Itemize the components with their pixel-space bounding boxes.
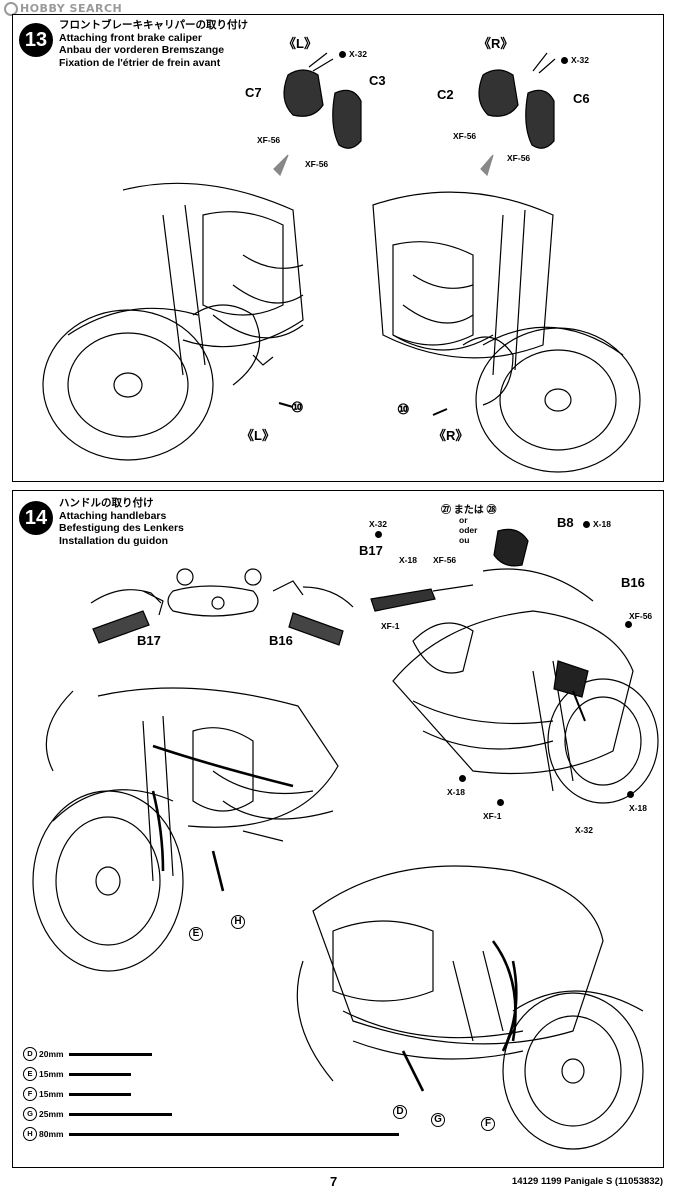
- legend-length: 20mm: [39, 1049, 64, 1059]
- step-13-number: 13: [19, 23, 53, 57]
- step-14-title-en: Attaching handlebars: [59, 509, 167, 522]
- legend-length: 80mm: [39, 1129, 64, 1139]
- screw-x18-lower-left: X-18: [447, 787, 465, 797]
- part-b17-upper: B17: [359, 543, 383, 558]
- side-label-left-bottom: 《L》: [241, 428, 275, 443]
- screw-x18-upper: X-18: [399, 555, 417, 565]
- paint-xf56-upper: XF-56: [433, 555, 457, 565]
- watermark: HOBBY SEARCH: [4, 2, 122, 16]
- side-label-left-top: 《L》: [283, 36, 317, 51]
- paint-xf56-right-a: XF-56: [453, 131, 477, 141]
- screw-dot: [375, 531, 382, 538]
- step-14-title-fr: Installation du guidon: [59, 534, 169, 547]
- tube-marker-f: F: [481, 1117, 495, 1131]
- step-13-title-fr: Fixation de l'étrier de frein avant: [59, 56, 221, 69]
- screw-dot: [339, 51, 346, 58]
- tube-marker-g: G: [431, 1113, 445, 1127]
- step-14-panel: 14 ハンドルの取り付け Attaching handlebars Befest…: [12, 490, 664, 1168]
- screw-x32-lower: X-32: [575, 825, 593, 835]
- decal-or-fr: ou: [459, 535, 470, 545]
- legend-id: E: [23, 1067, 37, 1081]
- step-14-titles: ハンドルの取り付け Attaching handlebars Befestigu…: [59, 497, 184, 547]
- legend-length: 15mm: [39, 1069, 64, 1079]
- paint-xf56-right: XF-56: [629, 611, 653, 621]
- part-c6: C6: [573, 91, 590, 106]
- tube-marker-d: D: [393, 1105, 407, 1119]
- screw-x18-lower-right: X-18: [629, 803, 647, 813]
- screw-dot: [625, 621, 632, 628]
- page-number: 7: [330, 1174, 338, 1189]
- screw-dot: [459, 775, 466, 782]
- part-b16-upper: B16: [621, 575, 645, 590]
- step-14-number: 14: [19, 501, 53, 535]
- decal-or-en: or: [459, 515, 468, 525]
- screw-dot: [497, 799, 504, 806]
- legend-length: 25mm: [39, 1109, 64, 1119]
- callout-10-right: ⑩: [397, 401, 410, 417]
- screw-dot: [627, 791, 634, 798]
- legend-bar: [69, 1133, 399, 1136]
- paint-xf56-left-b: XF-56: [305, 159, 329, 169]
- step-13-title-jp: フロントブレーキキャリパーの取り付け: [59, 19, 248, 31]
- decal-choice: ㉗ または ㉘: [441, 505, 497, 516]
- side-label-right-top: 《R》: [478, 36, 514, 51]
- step-14-title-de: Befestigung des Lenkers: [59, 522, 184, 534]
- decal-or-de: oder: [459, 525, 478, 535]
- legend-bar: [69, 1053, 152, 1056]
- screw-x32-right: X-32: [571, 55, 589, 65]
- legend-length: 15mm: [39, 1089, 64, 1099]
- part-c2: C2: [437, 87, 454, 102]
- legend-id: G: [23, 1107, 37, 1121]
- legend-id: D: [23, 1047, 37, 1061]
- legend-id: F: [23, 1087, 37, 1101]
- callout-10-left: ⑩: [291, 399, 304, 415]
- step-13-illustration: [42, 52, 641, 473]
- step-14-illustration: [32, 528, 659, 1150]
- legend-bar: [69, 1073, 131, 1076]
- screw-x18-b8: X-18: [593, 519, 611, 529]
- screw-dot: [561, 57, 568, 64]
- paint-xf1-upper: XF-1: [381, 621, 400, 631]
- step-13-titles: フロントブレーキキャリパーの取り付け Attaching front brake…: [59, 19, 248, 69]
- paint-xf1-lower: XF-1: [483, 811, 502, 821]
- step-14-title-jp: ハンドルの取り付け: [59, 497, 154, 509]
- legend-id: H: [23, 1127, 37, 1141]
- tube-marker-e: E: [189, 927, 203, 941]
- step-13-title-en: Attaching front brake caliper: [59, 31, 202, 44]
- paint-xf56-right-b: XF-56: [507, 153, 531, 163]
- part-b17-lower: B17: [137, 633, 161, 648]
- tube-marker-h: H: [231, 915, 245, 929]
- legend-bar: [69, 1113, 172, 1116]
- part-c3: C3: [369, 73, 386, 88]
- side-label-right-bottom: 《R》: [433, 428, 469, 443]
- part-c7: C7: [245, 85, 262, 100]
- screw-dot: [583, 521, 590, 528]
- step-13-title-de: Anbau der vorderen Bremszange: [59, 44, 225, 56]
- screw-x32-b17: X-32: [369, 519, 387, 529]
- part-b16-lower: B16: [269, 633, 293, 648]
- legend-bar: [69, 1093, 131, 1096]
- paint-xf56-left-a: XF-56: [257, 135, 281, 145]
- screw-x32-left: X-32: [349, 49, 367, 59]
- part-b8: B8: [557, 515, 574, 530]
- step-13-panel: 13 フロントブレーキキャリパーの取り付け Attaching front br…: [12, 14, 664, 482]
- kit-code: 14129 1199 Panigale S (11053832): [511, 1176, 663, 1187]
